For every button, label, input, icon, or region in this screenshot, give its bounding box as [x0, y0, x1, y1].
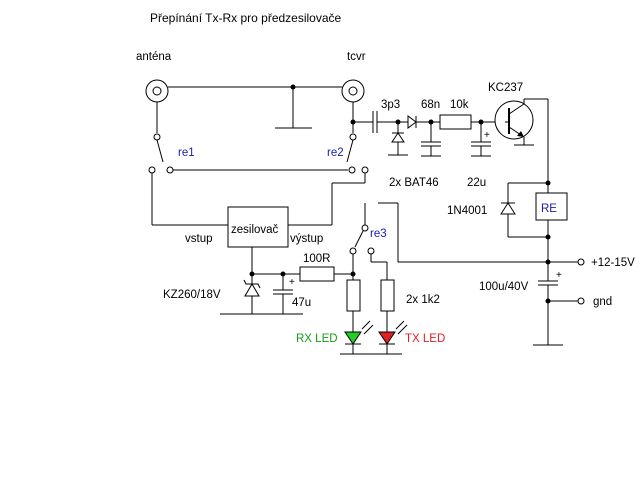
- relay-label: RE: [541, 203, 557, 215]
- tcvr-connector: [341, 79, 365, 103]
- cap-100u-label: 100u/40V: [479, 281, 529, 293]
- power-rail: +: [378, 202, 585, 346]
- cap-3p3-label: 3p3: [381, 99, 400, 111]
- svg-text:+: +: [484, 130, 490, 141]
- input-label: vstup: [185, 233, 213, 245]
- amplifier-label: zesilovač: [231, 224, 279, 236]
- cap-68n-label: 68n: [421, 99, 440, 111]
- transistor-kc237: [494, 98, 549, 183]
- relay-re3-contacts: [349, 203, 388, 280]
- coax-shield-wiring: [168, 84, 342, 129]
- re1-label: re1: [178, 147, 195, 159]
- relay-re1-contacts: [148, 102, 348, 226]
- tcvr-label: tcvr: [347, 51, 366, 63]
- led-resistors: [346, 279, 395, 332]
- tx-led: [378, 320, 408, 345]
- relay-re2-contacts: [288, 102, 369, 226]
- relay-coil-block: [500, 180, 568, 262]
- rf-detector-chain: +: [350, 111, 505, 157]
- rx-led: [344, 320, 374, 345]
- cap-22u-label: 22u: [467, 177, 486, 189]
- gnd-label: gnd: [593, 296, 612, 308]
- res-10k-label: 10k: [450, 99, 469, 111]
- led-ground: [340, 344, 402, 355]
- rx-led-label: RX LED: [296, 333, 338, 345]
- res-100r-label: 100R: [303, 253, 331, 265]
- amplifier-block: [227, 206, 289, 274]
- diagram-title: Přepínání Tx-Rx pro předzesilovače: [150, 11, 342, 25]
- cap-47u-label: 47u: [292, 297, 311, 309]
- transistor-label: KC237: [488, 82, 523, 94]
- svg-text:+: +: [289, 277, 295, 288]
- re2-label: re2: [327, 147, 344, 159]
- power-label: +12-15V: [591, 257, 635, 269]
- antenna-connector: [145, 79, 169, 103]
- diodes-label: 2x BAT46: [389, 177, 439, 189]
- res-1k2-label: 2x 1k2: [406, 294, 440, 306]
- antenna-label: anténa: [136, 51, 172, 63]
- diode-1n4001-label: 1N4001: [447, 205, 487, 217]
- tx-led-label: TX LED: [405, 333, 445, 345]
- zener-label: KZ260/18V: [163, 289, 221, 301]
- amp-supply-filter: +: [220, 266, 356, 315]
- output-label: výstup: [290, 233, 323, 245]
- svg-text:+: +: [556, 270, 562, 281]
- re3-label: re3: [370, 228, 387, 240]
